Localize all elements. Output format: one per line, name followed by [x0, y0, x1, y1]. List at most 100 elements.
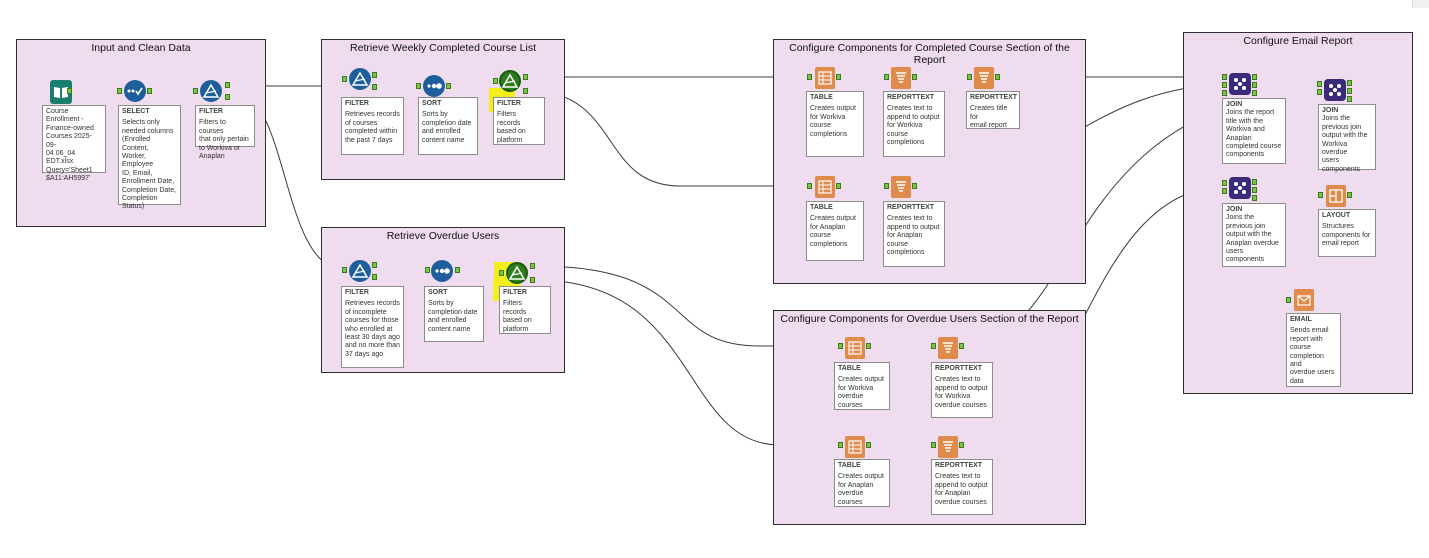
output-anchor[interactable] [1252, 90, 1257, 96]
output-anchor[interactable] [147, 88, 152, 94]
container-overdue-users-section[interactable]: Configure Components for Overdue Users S… [773, 310, 1086, 525]
select-tool-icon[interactable] [124, 80, 146, 102]
tool-description: Filters to courses that only pertain to … [199, 119, 249, 161]
container-title: Configure Email Report [1243, 35, 1353, 47]
output-anchor[interactable] [530, 277, 535, 283]
tool-type: REPORTTEXT [935, 462, 983, 469]
output-anchor[interactable] [959, 343, 964, 349]
output-anchor[interactable] [1252, 179, 1257, 185]
join-icon[interactable] [1324, 79, 1346, 101]
output-anchor[interactable] [1347, 192, 1352, 198]
output-anchor[interactable] [225, 82, 230, 88]
output-anchor[interactable] [67, 88, 72, 94]
output-anchor[interactable] [523, 74, 528, 80]
input-anchor[interactable] [1222, 180, 1227, 186]
input-anchor[interactable] [1222, 188, 1227, 194]
input-anchor[interactable] [931, 343, 936, 349]
output-anchor[interactable] [1347, 80, 1352, 86]
tool-description: Creates text to append to output for Ana… [887, 215, 940, 257]
table-icon[interactable] [845, 337, 865, 359]
tool-annotation-filter: FILTER Filters to courses that only pert… [195, 105, 255, 160]
report-text-icon[interactable] [891, 176, 911, 198]
tool-annotation-table: TABLE Creates output for Anaplan overdue… [834, 459, 890, 507]
output-anchor[interactable] [372, 274, 377, 280]
output-anchor[interactable] [866, 442, 871, 448]
output-anchor[interactable] [1252, 82, 1257, 88]
input-data-tool-icon[interactable] [50, 80, 72, 104]
input-anchor[interactable] [838, 442, 843, 448]
output-anchor[interactable] [959, 442, 964, 448]
input-anchor[interactable] [807, 74, 812, 80]
filter-icon[interactable] [349, 260, 371, 282]
table-icon[interactable] [815, 176, 835, 198]
input-anchor[interactable] [342, 76, 347, 82]
filter-icon[interactable] [200, 80, 222, 102]
output-anchor[interactable] [1252, 195, 1257, 201]
output-anchor[interactable] [836, 183, 841, 189]
output-anchor[interactable] [372, 262, 377, 268]
output-anchor[interactable] [912, 74, 917, 80]
input-anchor[interactable] [931, 442, 936, 448]
email-icon[interactable] [1294, 289, 1314, 311]
tool-annotation-filter: FILTER Retrieves records of incomplete c… [341, 286, 404, 368]
output-anchor[interactable] [1347, 96, 1352, 102]
tool-description: Joins the previous join output with the … [1226, 214, 1279, 264]
input-anchor[interactable] [1317, 81, 1322, 87]
filter-icon[interactable] [349, 68, 371, 90]
tool-annotation-input: Course Enrollment - Finance-owned Course… [42, 105, 106, 182]
output-anchor[interactable] [455, 267, 460, 273]
output-anchor[interactable] [225, 94, 230, 100]
input-anchor[interactable] [1222, 74, 1227, 80]
join-icon[interactable] [1229, 73, 1251, 95]
input-anchor[interactable] [117, 88, 122, 94]
input-anchor[interactable] [884, 183, 889, 189]
input-anchor[interactable] [1318, 192, 1323, 198]
table-icon[interactable] [845, 436, 865, 458]
report-text-icon[interactable] [938, 337, 958, 359]
output-anchor[interactable] [1347, 88, 1352, 94]
input-anchor[interactable] [1286, 297, 1291, 303]
input-anchor[interactable] [425, 267, 430, 273]
output-anchor[interactable] [995, 74, 1000, 80]
sort-icon[interactable] [423, 75, 445, 97]
output-anchor[interactable] [530, 263, 535, 269]
layout-icon[interactable] [1326, 185, 1346, 207]
input-anchor[interactable] [493, 78, 498, 84]
filter-icon[interactable] [506, 262, 528, 284]
output-anchor[interactable] [372, 72, 377, 78]
input-anchor[interactable] [807, 183, 812, 189]
tool-description: Course Enrollment - Finance-owned Course… [46, 108, 94, 183]
input-anchor[interactable] [838, 343, 843, 349]
container-title: Configure Components for Completed Cours… [789, 42, 1070, 66]
tool-description: Joins the report title with the Workiva … [1226, 109, 1282, 159]
tool-annotation-layout: LAYOUT Structures components for email r… [1318, 209, 1376, 257]
input-anchor[interactable] [499, 270, 504, 276]
tool-type: EMAIL [1290, 316, 1312, 323]
corner-control[interactable] [1412, 0, 1429, 8]
sort-icon[interactable] [431, 260, 453, 282]
output-anchor[interactable] [1252, 74, 1257, 80]
output-anchor[interactable] [523, 88, 528, 94]
output-anchor[interactable] [912, 183, 917, 189]
join-icon[interactable] [1229, 177, 1251, 199]
tool-description: Sends email report with course completio… [1290, 327, 1335, 385]
output-anchor[interactable] [446, 83, 451, 89]
output-anchor[interactable] [372, 84, 377, 90]
output-anchor[interactable] [836, 74, 841, 80]
input-anchor[interactable] [416, 83, 421, 89]
report-text-icon[interactable] [938, 436, 958, 458]
input-anchor[interactable] [1317, 89, 1322, 95]
filter-icon[interactable] [499, 70, 521, 92]
report-text-icon[interactable] [891, 67, 911, 89]
table-icon[interactable] [815, 67, 835, 89]
input-anchor[interactable] [342, 267, 347, 273]
input-anchor[interactable] [967, 74, 972, 80]
input-anchor[interactable] [1222, 90, 1227, 96]
output-anchor[interactable] [1252, 187, 1257, 193]
report-text-icon[interactable] [974, 67, 994, 89]
input-anchor[interactable] [884, 74, 889, 80]
tool-type: FILTER [497, 100, 521, 107]
input-anchor[interactable] [1222, 82, 1227, 88]
output-anchor[interactable] [866, 343, 871, 349]
input-anchor[interactable] [193, 88, 198, 94]
